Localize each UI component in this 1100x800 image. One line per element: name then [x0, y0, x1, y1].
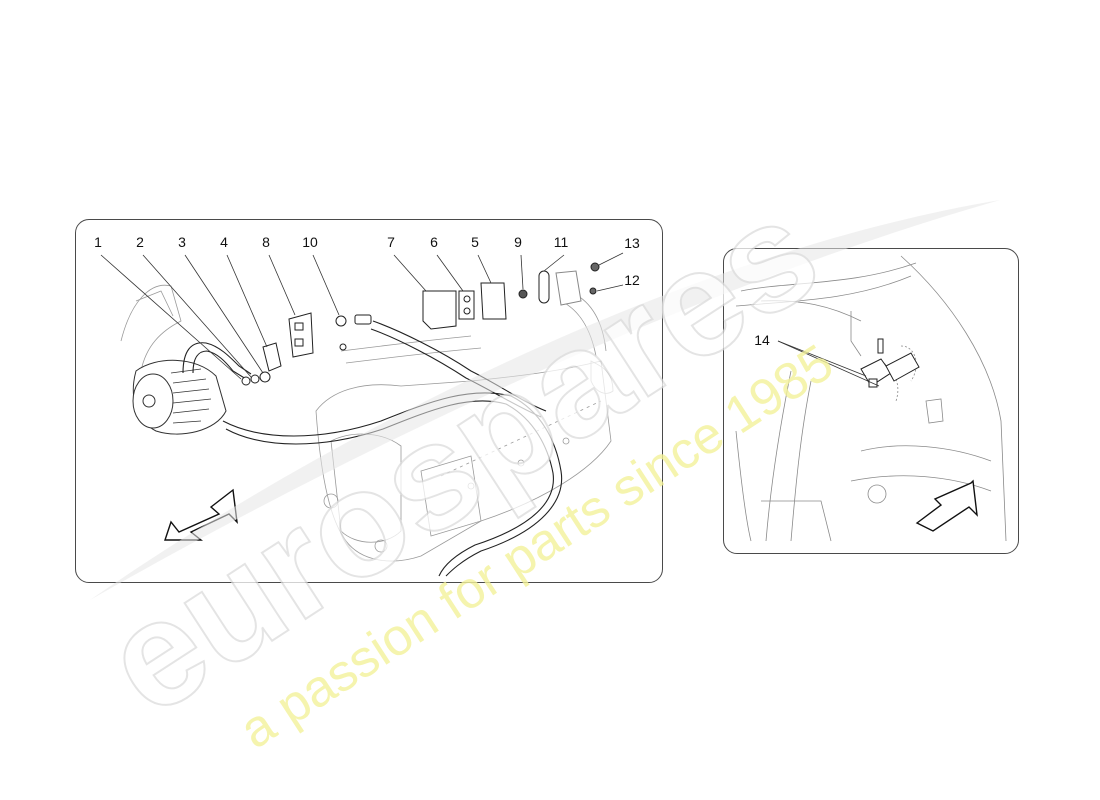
- callout-3: 3: [178, 234, 186, 250]
- direction-arrow-icon: [164, 488, 238, 541]
- callout-7: 7: [387, 234, 395, 250]
- direction-arrow-icon: [915, 479, 978, 532]
- callout-8: 8: [262, 234, 270, 250]
- callout-2: 2: [136, 234, 144, 250]
- callout-6: 6: [430, 234, 438, 250]
- callout-10: 10: [302, 234, 318, 250]
- callout-14: 14: [754, 332, 770, 348]
- callout-9: 9: [514, 234, 522, 250]
- callout-11: 11: [553, 234, 569, 250]
- callout-5: 5: [471, 234, 479, 250]
- callout-13: 13: [624, 235, 640, 251]
- callout-12: 12: [624, 272, 640, 288]
- callout-1: 1: [94, 234, 102, 250]
- main-diagram-panel: [75, 219, 663, 583]
- callout-4: 4: [220, 234, 228, 250]
- inset-diagram-panel: [723, 248, 1019, 554]
